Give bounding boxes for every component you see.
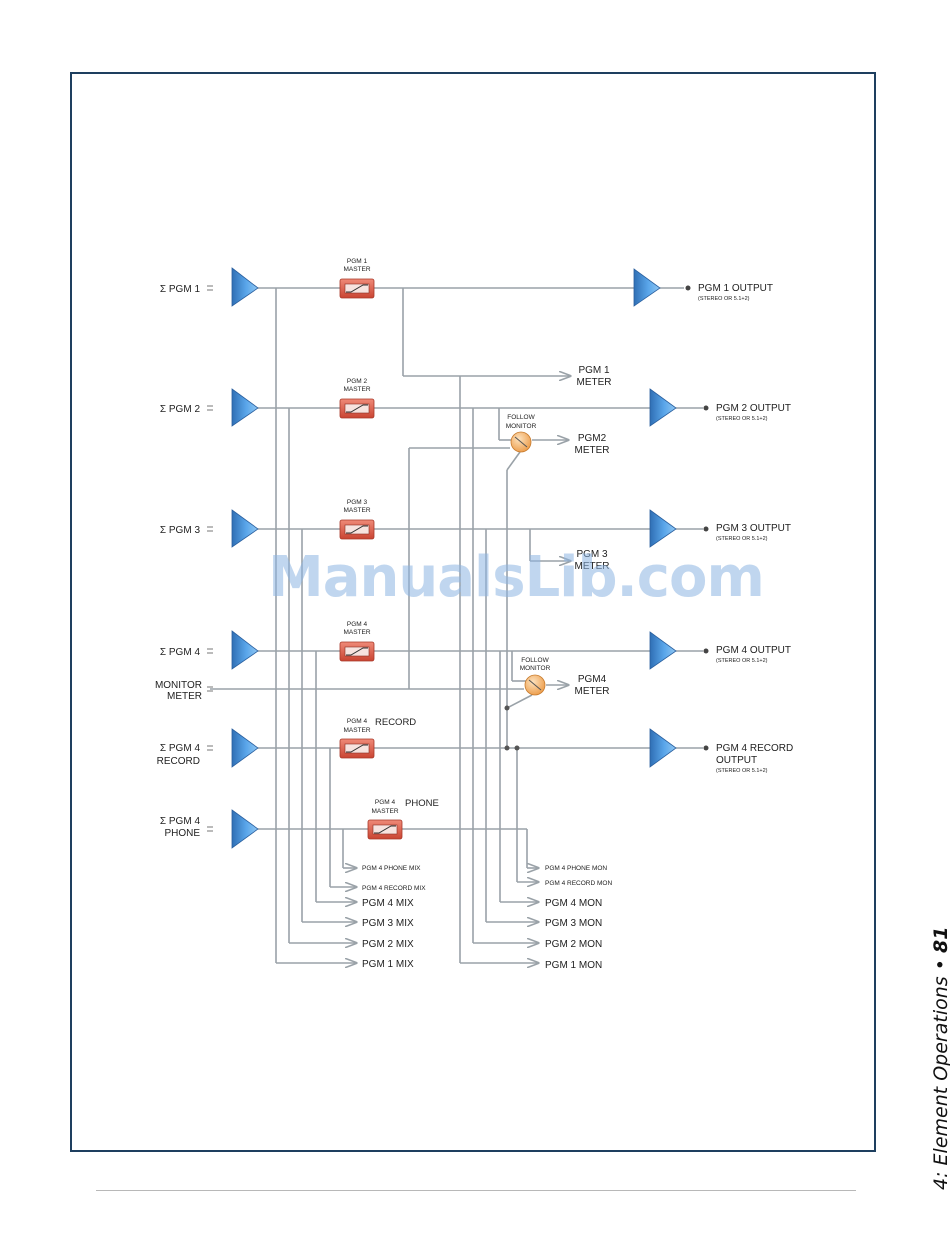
mix-bus-label: PGM 4 PHONE MIX bbox=[362, 865, 421, 872]
follow-monitor-label-2b: MONITOR bbox=[520, 665, 551, 672]
output-label-pgm4: PGM 4 OUTPUT bbox=[716, 645, 791, 656]
follow-monitor-label-1b: MONITOR bbox=[506, 423, 537, 430]
input-label-pgm4: Σ PGM 4 bbox=[160, 647, 201, 658]
meter-label-pgm2-2: METER bbox=[575, 445, 610, 456]
footer-bullet: • bbox=[930, 959, 950, 971]
input-label-pgm4-record-2: RECORD bbox=[157, 756, 200, 767]
master-label-1b: MASTER bbox=[343, 266, 370, 273]
output-amplifiers bbox=[633, 268, 677, 768]
output-terminals bbox=[685, 285, 709, 751]
input-label-pgm3: Σ PGM 3 bbox=[160, 525, 201, 536]
page-number: 81 bbox=[930, 926, 950, 953]
mon-bus-label: PGM 4 PHONE MON bbox=[545, 865, 607, 872]
output-sub-pgm3: (STEREO OR 5.1+2) bbox=[716, 536, 768, 542]
pgm4-master-fader bbox=[339, 641, 375, 662]
input-label-pgm4-record: Σ PGM 4 bbox=[160, 743, 201, 754]
mix-bus-label: PGM 2 MIX bbox=[362, 939, 414, 950]
master-label-6-tag: PHONE bbox=[405, 798, 439, 809]
meter-label-pgm2: PGM2 bbox=[578, 433, 607, 444]
output-label-pgm1: PGM 1 OUTPUT bbox=[698, 283, 773, 294]
input-connectors bbox=[207, 285, 213, 832]
mix-bus-label: PGM 1 MIX bbox=[362, 959, 414, 970]
master-label-6b: MASTER bbox=[371, 808, 398, 815]
meter-label-pgm4: PGM4 bbox=[578, 674, 607, 685]
master-label-3a: PGM 3 bbox=[347, 499, 368, 506]
output-sub-record: (STEREO OR 5.1+2) bbox=[716, 768, 768, 774]
master-label-5-tag: RECORD bbox=[375, 717, 416, 728]
input-label-pgm4-phone: Σ PGM 4 bbox=[160, 816, 201, 827]
input-label-monitor-meter-2: METER bbox=[167, 691, 202, 702]
output-label-record-2: OUTPUT bbox=[716, 755, 757, 766]
meter-label-pgm1-2: METER bbox=[577, 377, 612, 388]
master-label-5a: PGM 4 bbox=[347, 718, 368, 725]
follow-monitor-label-2a: FOLLOW bbox=[521, 657, 549, 664]
mix-bus-label: PGM 4 RECORD MIX bbox=[362, 885, 426, 892]
master-label-5b: MASTER bbox=[343, 727, 370, 734]
input-label-pgm4-phone-2: PHONE bbox=[164, 828, 200, 839]
input-label-pgm1: Σ PGM 1 bbox=[160, 284, 201, 295]
diagram-frame bbox=[70, 72, 876, 1152]
pgm1-master-fader bbox=[339, 278, 375, 299]
chapter-title: 4: Element Operations bbox=[930, 976, 950, 1190]
follow-monitor-knob-pgm4 bbox=[524, 674, 546, 696]
master-label-6a: PGM 4 bbox=[375, 799, 396, 806]
pgm4-phone-master-fader bbox=[367, 819, 403, 840]
master-label-4a: PGM 4 bbox=[347, 621, 368, 628]
mon-bus-label: PGM 3 MON bbox=[545, 918, 602, 929]
mix-bus-label: PGM 4 MIX bbox=[362, 898, 414, 909]
meter-label-pgm3: PGM 3 bbox=[576, 549, 608, 560]
output-label-pgm2: PGM 2 OUTPUT bbox=[716, 403, 791, 414]
footer-rule bbox=[96, 1190, 856, 1191]
output-sub-pgm2: (STEREO OR 5.1+2) bbox=[716, 416, 768, 422]
page-footer: 4: Element Operations • 81 bbox=[930, 927, 950, 1190]
output-label-record: PGM 4 RECORD bbox=[716, 743, 793, 754]
junction-dots bbox=[504, 705, 520, 751]
master-label-4b: MASTER bbox=[343, 629, 370, 636]
pgm4-record-master-fader bbox=[339, 738, 375, 759]
master-label-2a: PGM 2 bbox=[347, 378, 368, 385]
watermark: ManualsLib.com bbox=[268, 545, 765, 610]
pgm3-master-fader bbox=[339, 519, 375, 540]
output-sub-pgm1: (STEREO OR 5.1+2) bbox=[698, 296, 750, 302]
master-label-1a: PGM 1 bbox=[347, 258, 368, 265]
master-faders bbox=[339, 278, 403, 840]
meter-label-pgm4-2: METER bbox=[575, 686, 610, 697]
input-label-monitor-meter: MONITOR bbox=[155, 680, 202, 691]
output-sub-pgm4: (STEREO OR 5.1+2) bbox=[716, 658, 768, 664]
mon-bus-label: PGM 4 MON bbox=[545, 898, 602, 909]
master-label-2b: MASTER bbox=[343, 386, 370, 393]
signal-wires bbox=[210, 287, 703, 963]
follow-monitor-knob-pgm2 bbox=[510, 431, 532, 453]
input-amplifiers bbox=[231, 267, 259, 849]
mon-bus-label: PGM 1 MON bbox=[545, 960, 602, 971]
master-label-3b: MASTER bbox=[343, 507, 370, 514]
input-label-pgm2: Σ PGM 2 bbox=[160, 404, 201, 415]
pgm2-master-fader bbox=[339, 398, 375, 419]
mon-bus-label: PGM 2 MON bbox=[545, 939, 602, 950]
output-label-pgm3: PGM 3 OUTPUT bbox=[716, 523, 791, 534]
follow-monitor-label-1a: FOLLOW bbox=[507, 414, 535, 421]
mix-bus-label: PGM 3 MIX bbox=[362, 918, 414, 929]
meter-label-pgm3-2: METER bbox=[575, 561, 610, 572]
meter-label-pgm1: PGM 1 bbox=[578, 365, 610, 376]
mon-bus-label: PGM 4 RECORD MON bbox=[545, 880, 612, 887]
